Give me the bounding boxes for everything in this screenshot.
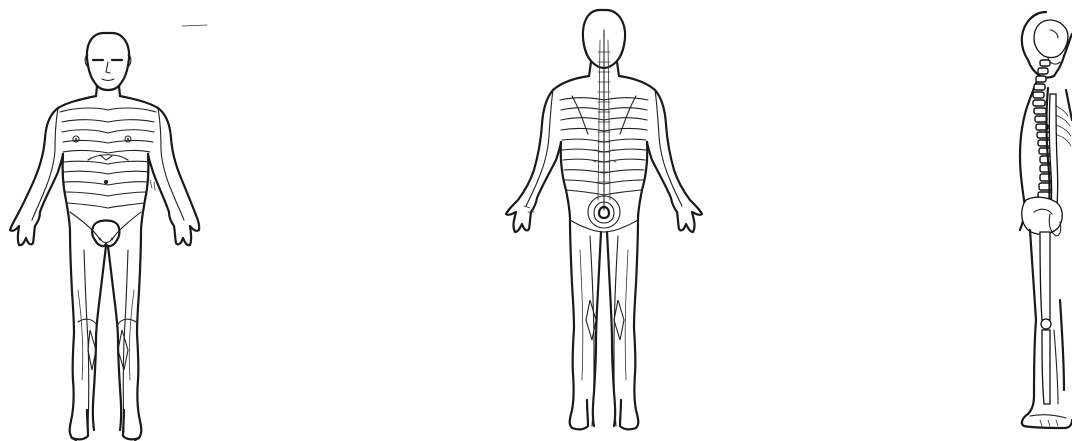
back-body-view [506,10,702,429]
front-body-view [10,33,199,440]
side-skeleton-view [1020,12,1072,428]
stray-mark [182,25,207,26]
